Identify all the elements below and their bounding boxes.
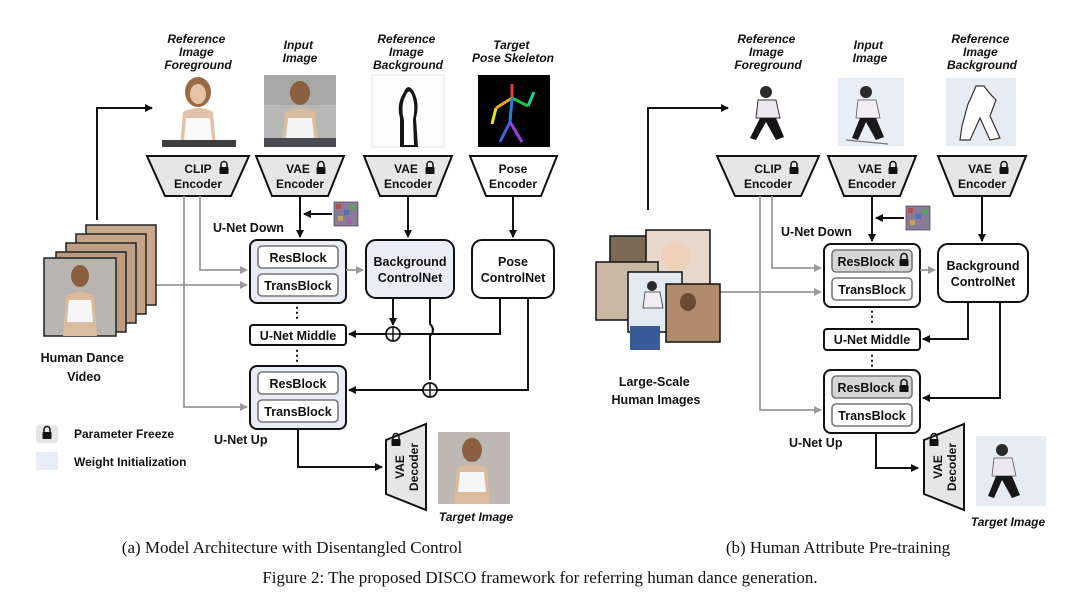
transblock-label: TransBlock <box>838 283 905 297</box>
input-image-label-b: Input Image <box>853 38 888 65</box>
large-scale-images-b <box>595 229 721 350</box>
input-image-a <box>264 75 336 147</box>
video-label-a: Human Dance Video <box>41 351 128 384</box>
figure-caption: Figure 2: The proposed DISCO framework f… <box>262 568 817 587</box>
dots-a2: ⋮ <box>290 347 304 363</box>
target-image-label-a: Target Image <box>439 510 514 524</box>
panel-b: Reference Image Foreground Input Image R… <box>595 32 1046 529</box>
input-image-b <box>838 78 904 146</box>
resblock-a1 <box>257 245 339 269</box>
target-pose-label-a: Target Pose Skeleton <box>472 38 554 65</box>
ref-fg-image-a <box>162 75 236 147</box>
transblock-label: TransBlock <box>264 279 331 293</box>
noise-patch-b <box>905 205 931 231</box>
ref-bg-image-b <box>946 78 1016 146</box>
caption-b: (b) Human Attribute Pre-training <box>726 538 951 557</box>
ref-fg-label-a: Reference Image Foreground <box>164 32 232 72</box>
panel-a: Reference Image Foreground Input Image R… <box>36 32 559 524</box>
ref-bg-image-a <box>371 74 445 148</box>
add-node-a2 <box>422 382 438 398</box>
vae-decoder-a: VAEDecoder <box>385 422 427 512</box>
transblock-label: TransBlock <box>838 409 905 423</box>
target-image-b <box>976 436 1046 506</box>
unet-down-block-b: ResBlock TransBlock <box>823 243 921 308</box>
ref-bg-label-a: Reference Image Background <box>373 32 444 72</box>
weight-init-swatch <box>36 452 58 470</box>
images-label-b: Large-Scale Human Images <box>612 375 701 407</box>
svg-text:U-Net Middle: U-Net Middle <box>834 333 910 347</box>
vae-decoder-b: VAEDecoder <box>923 422 965 512</box>
unet-up-block-b: ResBlock TransBlock <box>823 369 921 434</box>
resblock-label: ResBlock <box>270 251 327 265</box>
caption-a: (a) Model Architecture with Disentangled… <box>122 538 463 557</box>
dots-a1: ⋮ <box>290 304 304 320</box>
target-image-label-b: Target Image <box>971 515 1046 529</box>
ref-fg-image-b <box>740 78 802 146</box>
transblock-label: TransBlock <box>264 405 331 419</box>
unet-down-block-a: ResBlock TransBlock <box>249 239 347 304</box>
target-image-a <box>438 432 510 504</box>
svg-text:VAEDecoder: VAEDecoder <box>393 443 421 491</box>
ref-bg-label-b: Reference Image Background <box>947 32 1018 72</box>
transblock-a1 <box>257 273 339 297</box>
add-node-a1 <box>385 326 401 342</box>
human-dance-video-a <box>43 224 157 337</box>
svg-text:U-Net Middle: U-Net Middle <box>260 329 336 343</box>
unet-down-label-a: U-Net Down <box>213 221 284 235</box>
dots-b2: ⋮ <box>865 352 879 368</box>
legend-a: Parameter Freeze Weight Initialization <box>36 425 186 470</box>
unet-up-block-a: ResBlock TransBlock <box>249 365 347 430</box>
unet-middle-b: U-Net Middle <box>823 328 921 351</box>
legend-init-label: Weight Initialization <box>74 455 186 469</box>
dots-b1: ⋮ <box>865 308 879 324</box>
resblock-label: ResBlock <box>270 377 327 391</box>
noise-patch-a <box>333 201 359 227</box>
unet-middle-a: U-Net Middle <box>249 324 347 346</box>
resblock-label: ResBlock <box>838 255 895 269</box>
unet-up-label-a: U-Net Up <box>214 433 268 447</box>
unet-up-label-b: U-Net Up <box>789 436 843 450</box>
pose-skeleton-image-a <box>478 75 550 147</box>
input-image-label-a: Input Image <box>283 38 318 65</box>
legend-freeze-label: Parameter Freeze <box>74 427 174 441</box>
unet-down-label-b: U-Net Down <box>781 225 852 239</box>
ref-fg-label-b: Reference Image Foreground <box>734 32 802 72</box>
resblock-label: ResBlock <box>838 381 895 395</box>
svg-text:VAEDecoder: VAEDecoder <box>931 443 959 491</box>
